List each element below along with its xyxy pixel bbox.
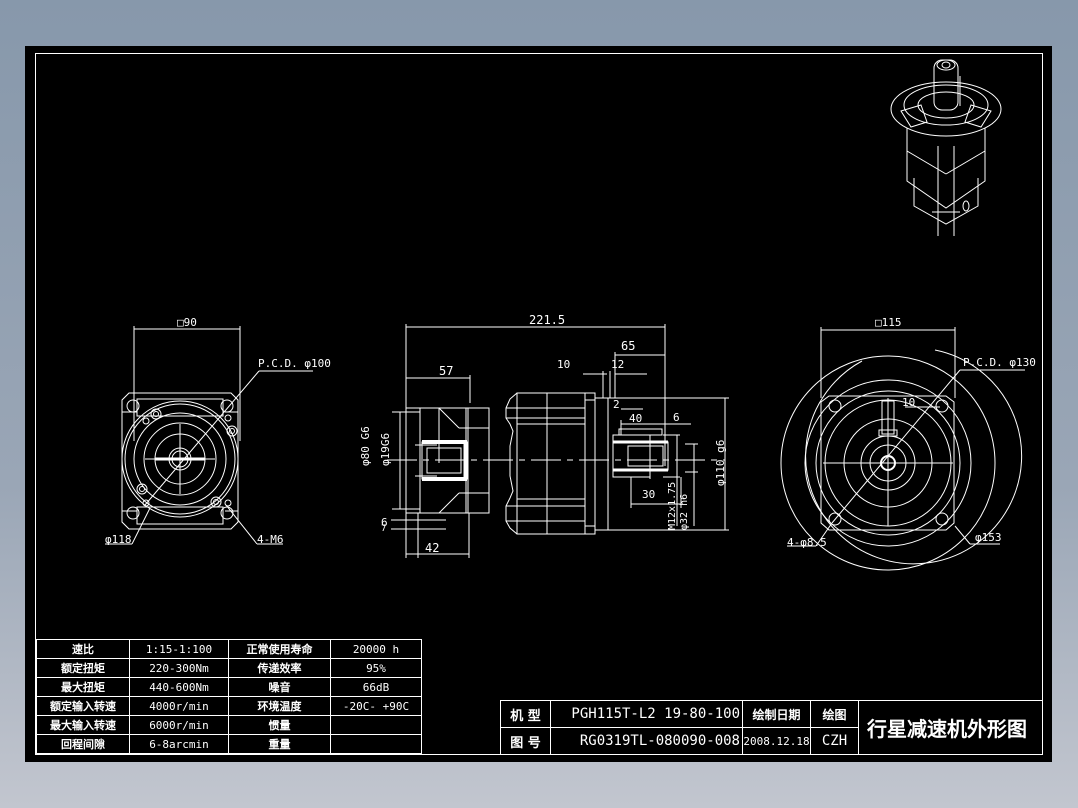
dim-phi-32: φ32 h6 [679,493,690,530]
model-label: 机 型 [500,700,551,728]
dim-6b: 6 [673,411,680,424]
spec-label: 环境温度 [228,696,331,716]
spec-value: 1:15-1:100 [129,639,229,659]
dim-holes-m6: 4-M6 [257,533,284,546]
dim-12: 12 [611,358,625,371]
dim-overall-length: 221.5 [529,313,566,327]
dim-phi-19: φ19G6 [379,432,392,466]
dim-pcd-100: P.C.D. φ100 [258,357,331,370]
spec-value: 20000 h [330,639,422,659]
drawing-title: 行星减速机外形图 [858,700,1043,755]
dim-phi-80: φ80 G6 [359,426,372,466]
spec-label: 速比 [36,639,130,659]
drawing-no-value: RG0319TL-080090-008 [550,727,743,755]
dim-40: 40 [629,412,643,425]
right-view [780,327,1025,571]
dim-57: 57 [439,364,454,378]
dim-diameter-118: φ118 [105,533,132,546]
dim-diameter-153: φ153 [975,531,1002,544]
dim-65: 65 [621,339,636,353]
spec-label: 噪音 [228,677,331,697]
dim-thread-m12: M12x1.75 [667,481,678,530]
table-row: 速比 1:15-1:100 正常使用寿命 20000 h [36,639,422,659]
spec-label: 额定扭矩 [36,658,130,678]
dim-key-10: 10 [902,396,916,409]
spec-label: 回程间隙 [36,734,130,754]
spec-label: 额定输入转速 [36,696,130,716]
dim-7: 7 [381,524,387,534]
spec-label: 最大输入转速 [36,715,130,735]
dim-6: 6 [381,516,388,529]
table-row: 最大扭矩 440-600Nm 噪音 66dB [36,677,422,697]
spec-value: 4000r/min [129,696,229,716]
dim-holes-8-5: 4-φ8.5 [787,536,827,549]
spec-value: -20C- +90C [330,696,422,716]
spec-value: 6-8arcmin [129,734,229,754]
spec-value: 66dB [330,677,422,697]
side-view [387,324,729,558]
left-view [105,326,313,545]
spec-value: 440-600Nm [129,677,229,697]
cad-canvas[interactable]: □90 P.C.D. φ100 φ118 4-M6 221.5 57 φ80 G… [25,46,1052,762]
spec-value: 95% [330,658,422,678]
table-row: 回程间隙 6-8arcmin 重量 [36,734,422,754]
spec-label: 重量 [228,734,331,754]
spec-value [330,715,422,735]
title-block: 机 型 PGH115T-L2 19-80-100 绘制日期 绘图 行星减速机外形… [500,700,1043,755]
dim-square-90: □90 [177,316,197,329]
drawing-border [35,53,1043,755]
iso-view [890,59,1002,236]
cad-drawing [35,53,1043,755]
drawn-value: CZH [810,727,859,755]
dim-square-115: □115 [875,316,902,329]
date-value: 2008.12.18 [742,727,811,755]
dim-phi-110: φ110 g6 [714,439,727,486]
spec-label: 最大扭矩 [36,677,130,697]
dim-42: 42 [425,541,440,555]
spec-value: 220-300Nm [129,658,229,678]
table-row: 额定扭矩 220-300Nm 传递效率 95% [36,658,422,678]
model-value: PGH115T-L2 19-80-100 [550,700,743,728]
spec-value: 6000r/min [129,715,229,735]
spec-value [330,734,422,754]
drawing-no-label: 图 号 [500,727,551,755]
dim-2: 2 [613,398,620,411]
spec-table: 速比 1:15-1:100 正常使用寿命 20000 h 额定扭矩 220-30… [36,639,422,754]
table-row: 最大输入转速 6000r/min 惯量 [36,715,422,735]
dim-pcd-130: P.C.D. φ130 [963,356,1036,369]
table-row: 额定输入转速 4000r/min 环境温度 -20C- +90C [36,696,422,716]
spec-label: 传递效率 [228,658,331,678]
drawn-label: 绘图 [810,700,859,728]
spec-label: 惯量 [228,715,331,735]
date-label: 绘制日期 [742,700,811,728]
dim-30: 30 [642,488,656,501]
dim-10: 10 [557,358,571,371]
spec-label: 正常使用寿命 [228,639,331,659]
